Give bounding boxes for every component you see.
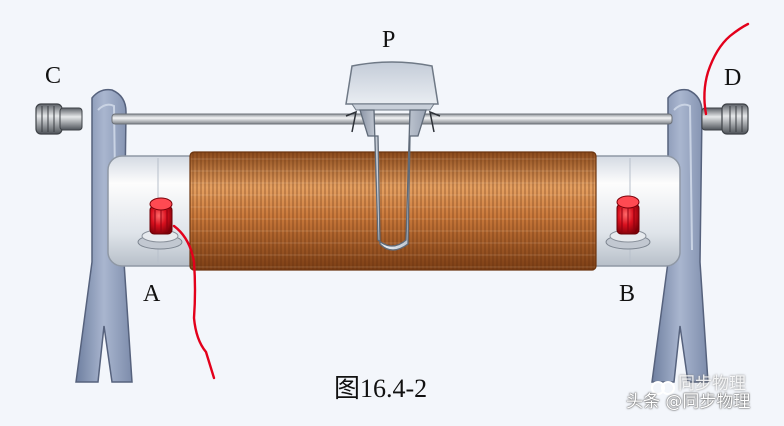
resistance-coil: [189, 151, 597, 271]
label-d: D: [724, 65, 742, 91]
terminal-c-knob: [35, 103, 83, 135]
metal-rod: [111, 113, 673, 125]
label-a: A: [143, 281, 161, 307]
label-b: B: [619, 281, 636, 307]
label-c: C: [45, 63, 62, 89]
watermark-text: 头条 @同步物理: [626, 392, 751, 412]
figure-caption: 图16.4-2: [334, 374, 428, 403]
red-wire-d: [703, 22, 750, 116]
watermark-ghost-text: 同步物理: [678, 374, 746, 394]
watermark-logo-icon: [651, 381, 675, 395]
slider-p: [345, 61, 441, 251]
terminal-b: [605, 195, 651, 250]
label-p: P: [382, 27, 396, 53]
terminal-d-knob: [701, 103, 749, 135]
terminal-a: [137, 197, 183, 250]
red-wire-a: [172, 224, 216, 380]
